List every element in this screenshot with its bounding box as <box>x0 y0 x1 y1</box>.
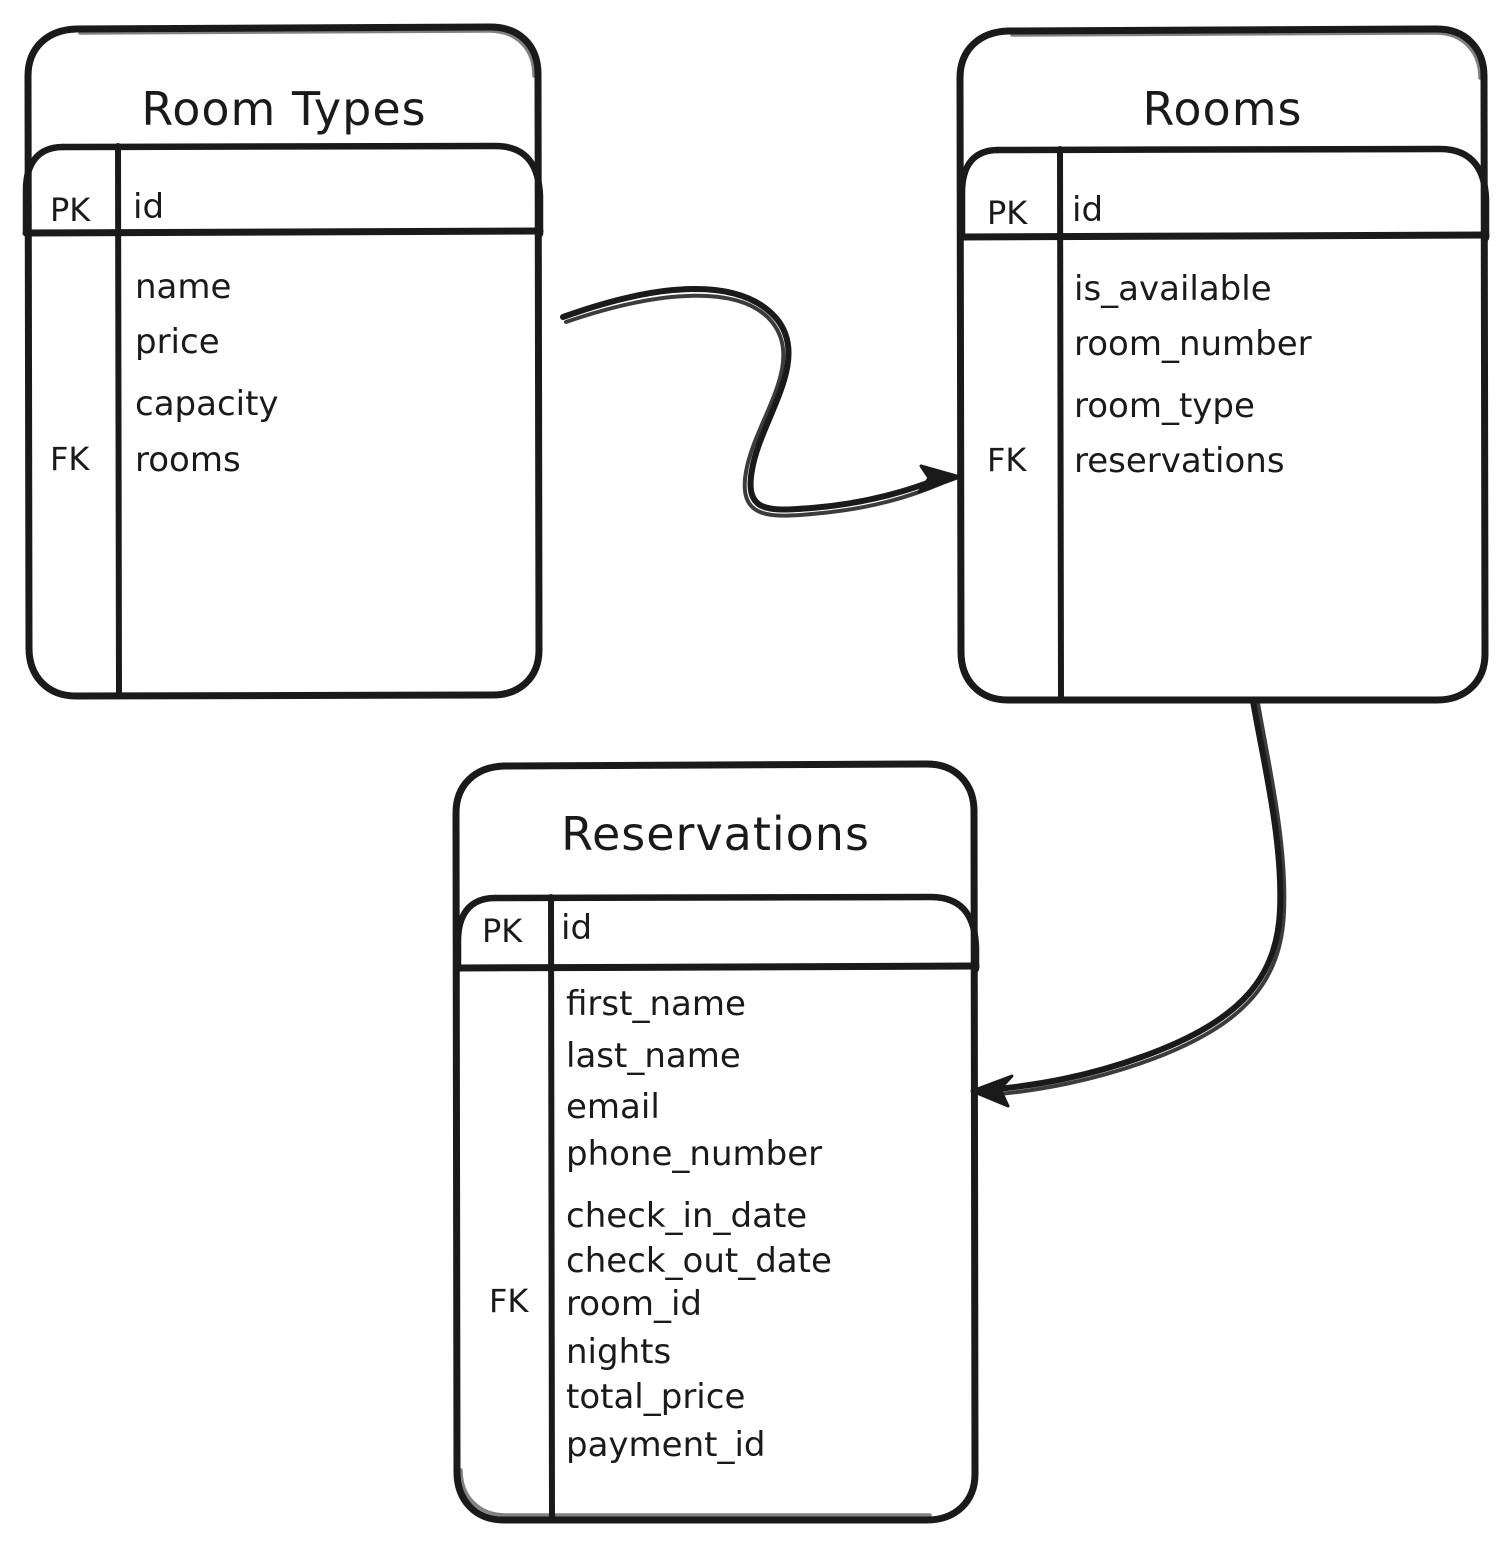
reservations-field-payment-id: payment_id <box>566 1425 766 1465</box>
room-types-field-capacity: capacity <box>135 384 279 424</box>
entity-title-room-types: Room Types <box>141 82 427 136</box>
reservations-field-email: email <box>566 1087 660 1127</box>
reservations-field-check-in-date: check_in_date <box>566 1196 808 1236</box>
reservations-field-room-id: room_id <box>566 1284 702 1324</box>
reservations-field-check-out-date: check_out_date <box>566 1241 832 1281</box>
entity-title-rooms: Rooms <box>1142 82 1303 136</box>
room-types-fk-label: FK <box>50 440 90 478</box>
entity-title-reservations: Reservations <box>561 807 870 861</box>
arrowhead-rooms <box>917 464 962 494</box>
reservations-field-id: id <box>561 908 593 948</box>
arrowhead-reservations <box>970 1074 1014 1108</box>
reservations-field-first-name: first_name <box>566 984 746 1024</box>
reservations-field-nights: nights <box>566 1332 672 1372</box>
reservations-field-phone-number: phone_number <box>566 1134 823 1174</box>
connector-rooms-to-reservations <box>970 698 1287 1108</box>
reservations-field-total-price: total_price <box>566 1377 746 1417</box>
rooms-field-reservations: reservations <box>1074 441 1285 481</box>
room-types-field-name: name <box>135 267 232 307</box>
rooms-field-room-number: room_number <box>1074 324 1312 364</box>
entity-rooms[interactable]: Rooms PK id FK is_available room_number … <box>960 29 1485 700</box>
rooms-pk-label: PK <box>987 194 1028 232</box>
rooms-fk-label: FK <box>987 441 1027 479</box>
reservations-fk-label: FK <box>489 1282 529 1320</box>
reservations-field-last-name: last_name <box>566 1036 741 1076</box>
entity-reservations[interactable]: Reservations PK id FK first_name last_na… <box>456 764 975 1520</box>
room-types-field-id: id <box>133 187 165 227</box>
connector-room-types-to-rooms <box>560 286 962 518</box>
room-types-field-rooms: rooms <box>135 440 241 480</box>
rooms-field-is-available: is_available <box>1074 269 1272 309</box>
rooms-field-id: id <box>1072 190 1104 230</box>
entity-room-types[interactable]: Room Types PK id FK name price capacity … <box>28 29 540 696</box>
room-types-field-price: price <box>135 322 220 362</box>
rooms-field-room-type: room_type <box>1074 386 1255 426</box>
reservations-pk-label: PK <box>482 912 523 950</box>
room-types-pk-label: PK <box>50 191 91 229</box>
